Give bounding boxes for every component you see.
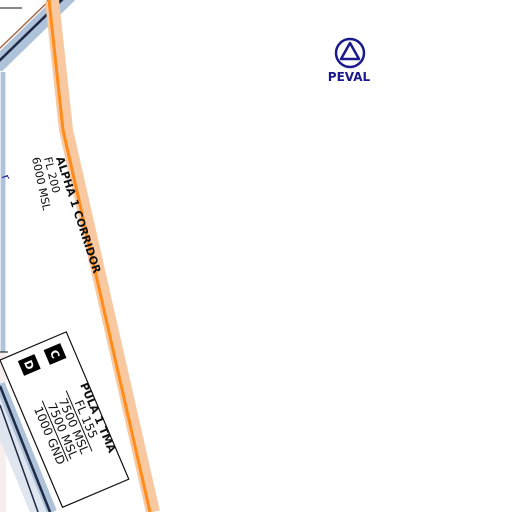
alpha-corridor-line <box>45 0 160 512</box>
waypoint-name: PEVAL <box>328 70 371 84</box>
class-badge-c: C <box>43 343 67 365</box>
edge-text: r <box>0 172 13 181</box>
class-badge-d: D <box>17 354 41 376</box>
triangle-in-circle-icon <box>334 37 366 69</box>
tma-box-frame <box>0 331 130 509</box>
waypoint-peval[interactable]: PEVAL <box>328 37 371 84</box>
tma-area <box>0 380 57 512</box>
left-vertical-boundary <box>0 72 8 353</box>
